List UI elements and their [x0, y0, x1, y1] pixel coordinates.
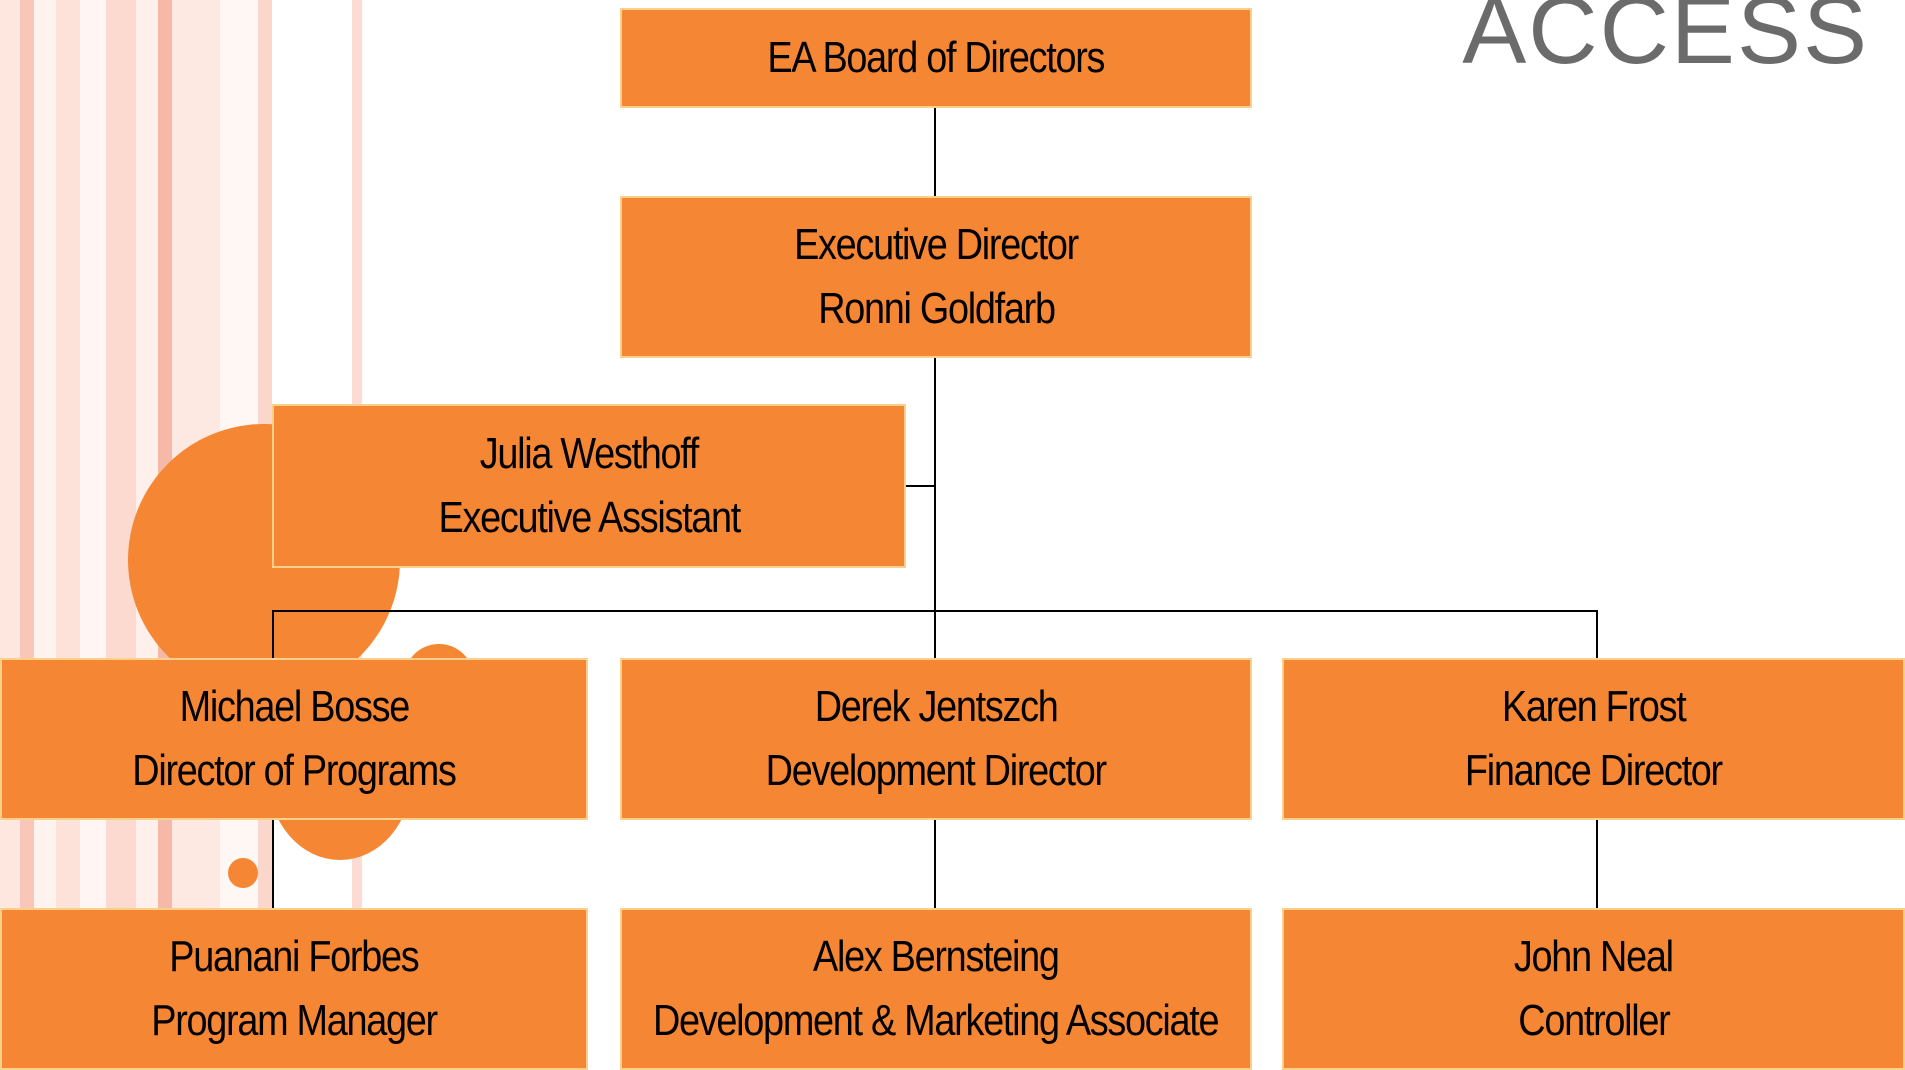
node-title: Executive Director	[794, 220, 1079, 269]
decor-stripe	[20, 0, 34, 1066]
connector-line	[1596, 610, 1598, 660]
node-label: EA Board of Directors	[767, 33, 1106, 82]
node-name: Alex Bernsteing	[813, 932, 1060, 981]
node-title: Development & Marketing Associate	[653, 996, 1220, 1045]
node-name: Puanani Forbes	[169, 932, 419, 981]
node-name: Derek Jentszch	[814, 682, 1059, 731]
node-title: Executive Assistant	[438, 493, 741, 542]
decor-stripe	[34, 0, 56, 1066]
connector-line	[934, 820, 936, 908]
staff-node: Puanani Forbes Program Manager	[0, 908, 588, 1070]
node-name: John Neal	[1514, 932, 1674, 981]
connector-line	[1596, 820, 1598, 908]
connector-line	[272, 820, 274, 908]
staff-node: John Neal Controller	[1282, 908, 1905, 1070]
connector-line	[904, 485, 936, 487]
decor-stripe	[0, 0, 20, 1066]
node-name: Julia Westhoff	[479, 429, 700, 478]
node-name: Michael Bosse	[179, 682, 410, 731]
director-node: Derek Jentszch Development Director	[620, 658, 1252, 820]
node-title: Director of Programs	[132, 746, 457, 795]
executive-assistant-node: Julia Westhoff Executive Assistant	[272, 404, 906, 568]
connector-line	[272, 610, 1598, 612]
staff-node: Alex Bernsteing Development & Marketing …	[620, 908, 1252, 1070]
connector-line	[934, 358, 936, 660]
node-title: Development Director	[765, 746, 1107, 795]
director-node: Karen Frost Finance Director	[1282, 658, 1905, 820]
logo-text: ACCESS	[1462, 0, 1869, 84]
connector-line	[272, 610, 274, 660]
director-node: Michael Bosse Director of Programs	[0, 658, 588, 820]
node-name: Karen Frost	[1501, 682, 1687, 731]
node-title: Finance Director	[1465, 746, 1723, 795]
decor-stripe	[56, 0, 80, 1066]
node-name: Ronni Goldfarb	[817, 284, 1056, 333]
decor-stripe	[80, 0, 106, 1066]
node-title: Controller	[1517, 996, 1670, 1045]
executive-director-node: Executive Director Ronni Goldfarb	[620, 196, 1252, 358]
connector-line	[934, 108, 936, 196]
node-title: Program Manager	[151, 996, 438, 1045]
decor-circle-dot	[228, 858, 258, 888]
board-of-directors-node: EA Board of Directors	[620, 8, 1252, 108]
